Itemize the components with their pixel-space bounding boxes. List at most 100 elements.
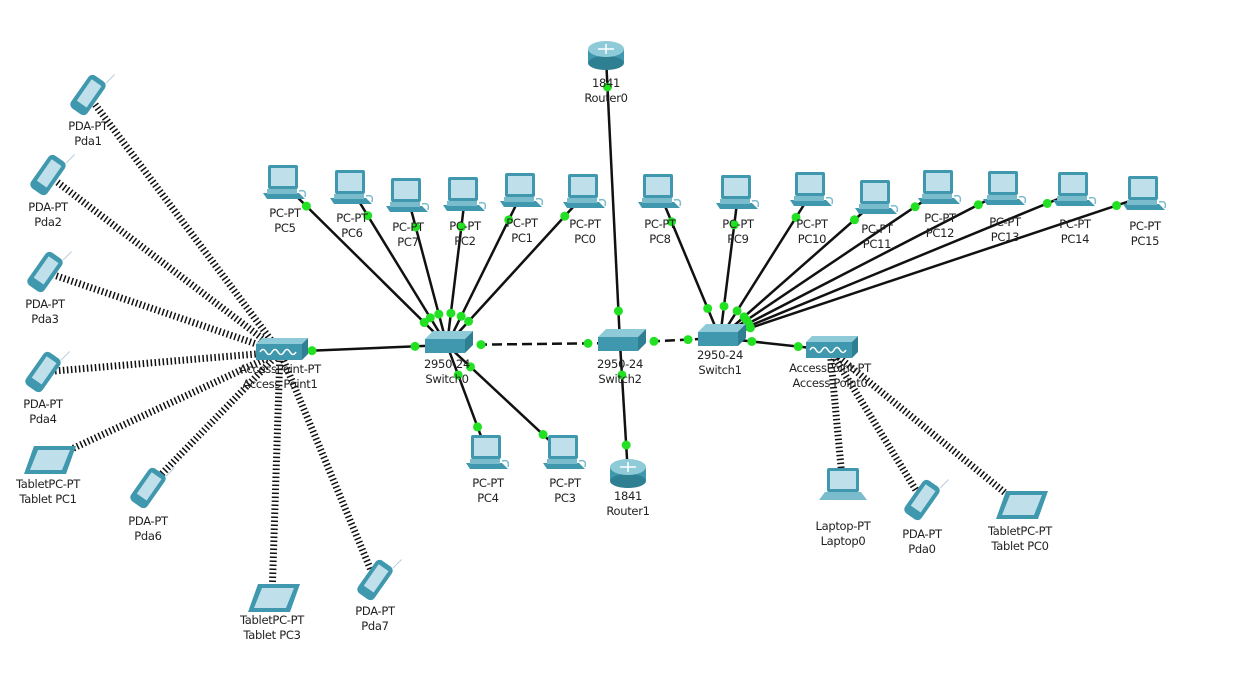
pc-icon[interactable] xyxy=(386,178,430,212)
device-model-label: PDA-PT xyxy=(355,604,396,618)
pc-icon[interactable] xyxy=(638,174,682,208)
tablet-icon[interactable] xyxy=(24,446,76,474)
pc-icon[interactable] xyxy=(716,175,760,209)
device-model-label: PC-PT xyxy=(1059,217,1092,231)
switch-icon[interactable] xyxy=(425,331,473,353)
link-r0-sw2[interactable] xyxy=(604,56,622,344)
link-lap0-ap0[interactable] xyxy=(826,349,847,489)
pc-icon[interactable] xyxy=(263,165,307,199)
link-pda3-ap1[interactable] xyxy=(43,268,282,356)
link-pc13-sw1[interactable] xyxy=(719,189,1006,340)
link-pda2-ap1[interactable] xyxy=(45,172,283,355)
pc-icon[interactable] xyxy=(855,180,899,214)
pc-icon[interactable] xyxy=(500,173,544,207)
ap-icon[interactable] xyxy=(256,338,308,360)
pc-icon[interactable] xyxy=(330,170,374,204)
link-pc2-sw0[interactable] xyxy=(445,196,467,346)
link-tab1-ap1[interactable] xyxy=(46,348,282,464)
pda-icon[interactable] xyxy=(902,468,949,522)
link-pc14-sw1[interactable] xyxy=(719,190,1076,340)
pc-icon[interactable] xyxy=(466,435,510,469)
pda-icon[interactable] xyxy=(355,548,402,602)
pda-icon[interactable] xyxy=(23,340,70,394)
pc-icon[interactable] xyxy=(983,171,1027,205)
router-icon[interactable] xyxy=(588,41,624,70)
pc-icon[interactable] xyxy=(543,435,587,469)
pda-icon[interactable] xyxy=(25,240,72,294)
switch-icon[interactable] xyxy=(698,324,746,346)
link-pc9-sw1[interactable] xyxy=(718,194,740,339)
link-pda1-ap1[interactable] xyxy=(85,92,283,355)
link-pc8-sw1[interactable] xyxy=(658,193,722,339)
link-pc12-sw1[interactable] xyxy=(719,188,941,340)
link-pc5-sw0[interactable] xyxy=(284,184,448,346)
wireless-link xyxy=(268,351,284,599)
link-pc15-sw1[interactable] xyxy=(719,194,1146,340)
straight-cable xyxy=(719,189,1006,340)
pc-icon[interactable] xyxy=(918,170,962,204)
port-status-up-indicator xyxy=(419,318,429,328)
link-tab3-ap1[interactable] xyxy=(268,351,284,599)
device-name-label: Access Point1 xyxy=(243,377,318,391)
router-icon[interactable] xyxy=(610,459,646,488)
link-pc7-sw0[interactable] xyxy=(406,197,449,346)
pc-icon[interactable] xyxy=(443,177,487,211)
switch-icon[interactable] xyxy=(598,329,646,351)
device-model-label: Laptop-PT xyxy=(815,519,871,533)
pda-icon[interactable] xyxy=(68,63,115,117)
pc-icon[interactable] xyxy=(563,174,607,208)
link-tab0-ap0[interactable] xyxy=(827,347,1023,508)
device-model-label: 2950-24 xyxy=(424,357,470,371)
link-pda0-ap0[interactable] xyxy=(827,348,925,502)
laptop-icon[interactable] xyxy=(819,468,867,500)
pc-icon[interactable] xyxy=(1123,176,1167,210)
pda-icon[interactable] xyxy=(128,456,175,510)
tablet-icon[interactable] xyxy=(248,584,300,612)
ap-icon[interactable] xyxy=(806,336,858,358)
pda-icon[interactable] xyxy=(28,143,75,197)
device-model-label: PC-PT xyxy=(269,206,302,220)
pc-icon[interactable] xyxy=(1053,172,1097,206)
link-pda7-ap1[interactable] xyxy=(276,350,379,582)
tablet-icon[interactable] xyxy=(996,491,1048,519)
device-name-label: PC7 xyxy=(397,235,418,249)
link-r1-sw2[interactable] xyxy=(618,342,630,476)
pc-icon[interactable] xyxy=(790,172,834,206)
device-model-label: PC-PT xyxy=(392,220,425,234)
